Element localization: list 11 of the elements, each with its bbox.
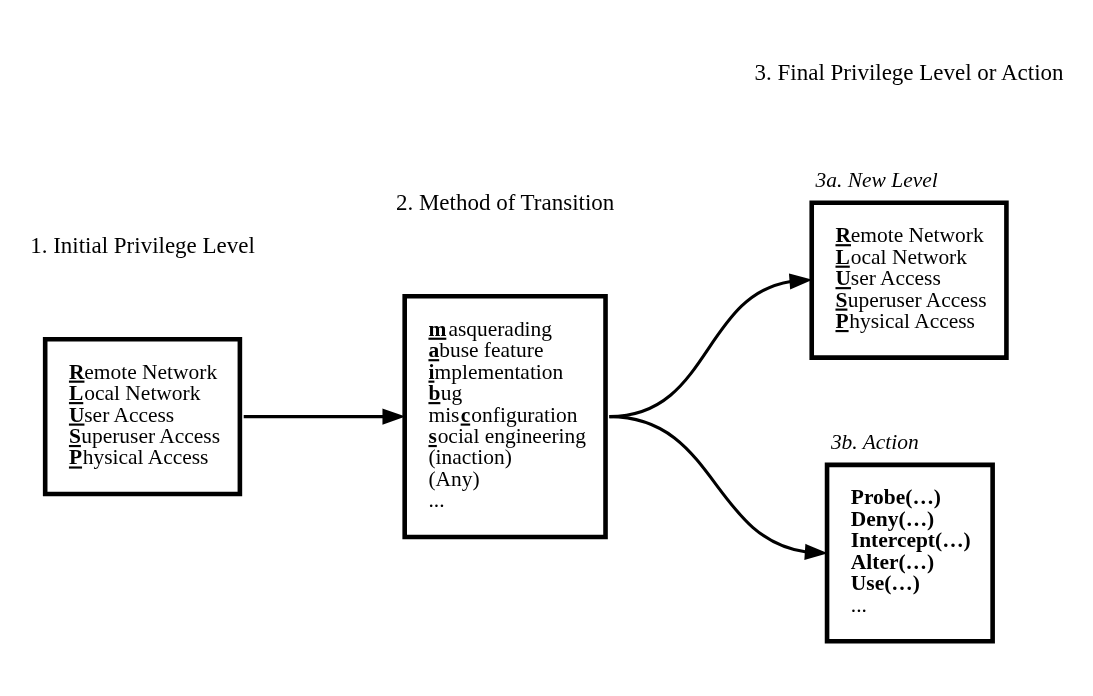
node-box: masquerading abuse feature implementation bug misconfiguration social engineering (inaction) (Any) ...: [402, 293, 608, 540]
label: 1. Initial Privilege Level: [30, 233, 255, 259]
label: 2. Method of Transition: [395, 190, 615, 216]
node-box: Remote Network Local Network User Access Superuser Access Physical Access: [42, 336, 243, 497]
label: 3. Final Privilege Level or Action: [754, 60, 1064, 86]
node-label: 3b. Action: [830, 430, 919, 455]
arrow: [609, 415, 828, 560]
node-label: 3a. New Level: [815, 167, 938, 192]
node-box: Probe(…) Deny(…) Intercept(…) Alter(…) Use(…) ...: [824, 462, 995, 644]
arrow: [243, 408, 406, 425]
node-box: Remote Network Local Network User Access Superuser Access Physical Access: [809, 200, 1009, 360]
